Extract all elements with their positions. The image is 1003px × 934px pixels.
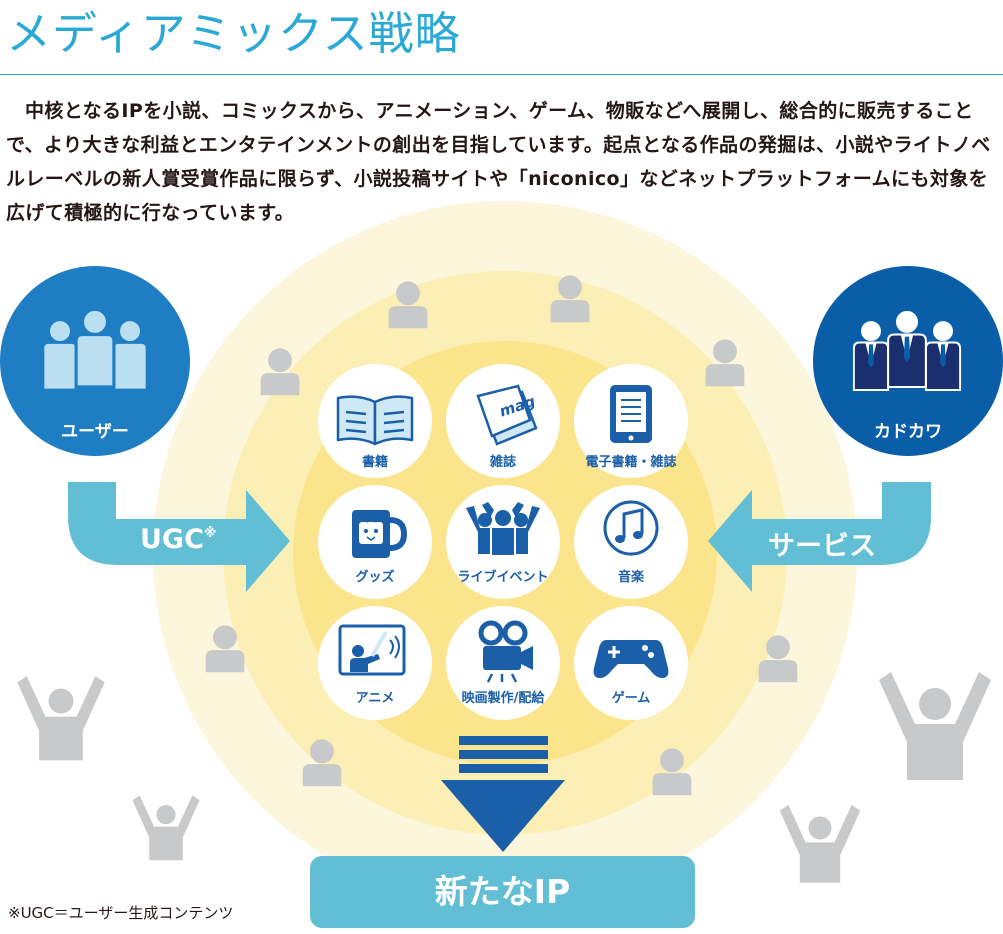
tablet-icon	[610, 385, 652, 443]
media-label-games: ゲーム	[611, 691, 651, 706]
user-label: ユーザー	[61, 422, 129, 442]
title-divider	[0, 74, 1003, 75]
media-label-magazines: 雑誌	[489, 455, 516, 470]
media-label-goods: グッズ	[355, 570, 395, 585]
business-people-icon	[852, 307, 962, 392]
anime-screen-icon	[338, 624, 406, 676]
ugc-arrow	[68, 482, 290, 592]
mug-icon	[352, 510, 408, 558]
footnote: ※UGC＝ユーザー生成コンテンツ	[8, 904, 234, 922]
kadokawa-label: カドカワ	[874, 422, 942, 442]
down-arrow	[441, 736, 565, 852]
ugc-label: UGC※	[140, 524, 217, 555]
page-title: メディアミックス戦略	[6, 7, 461, 60]
media-label-anime: アニメ	[355, 691, 395, 706]
media-label-live-events: ライブイベント	[457, 570, 549, 585]
media-label-film: 映画製作/配給	[461, 691, 545, 706]
music-note-icon	[603, 500, 659, 556]
users-group-icon	[41, 307, 149, 392]
media-label-ebooks: 電子書籍・雑誌	[585, 455, 677, 470]
service-label: サービス	[768, 531, 876, 562]
kadokawa-actor	[813, 266, 1003, 456]
new-ip-box: 新たなIP	[310, 856, 695, 928]
cheering-crowd-icon	[466, 502, 540, 555]
media-label-books: 書籍	[361, 455, 388, 470]
user-actor	[0, 266, 190, 456]
ugc-text: UGC	[140, 524, 204, 555]
ugc-footnote-mark: ※	[203, 526, 217, 541]
magazine-icon: mag	[476, 384, 538, 446]
film-projector-icon	[478, 620, 533, 683]
media-label-music: 音楽	[617, 570, 644, 585]
intro-paragraph: 中核となるIPを小説、コミックスから、アニメーション、ゲーム、物販などへ展開し、…	[6, 100, 991, 224]
service-arrow	[708, 482, 931, 592]
book-icon	[336, 395, 414, 446]
gamepad-icon	[593, 640, 669, 678]
